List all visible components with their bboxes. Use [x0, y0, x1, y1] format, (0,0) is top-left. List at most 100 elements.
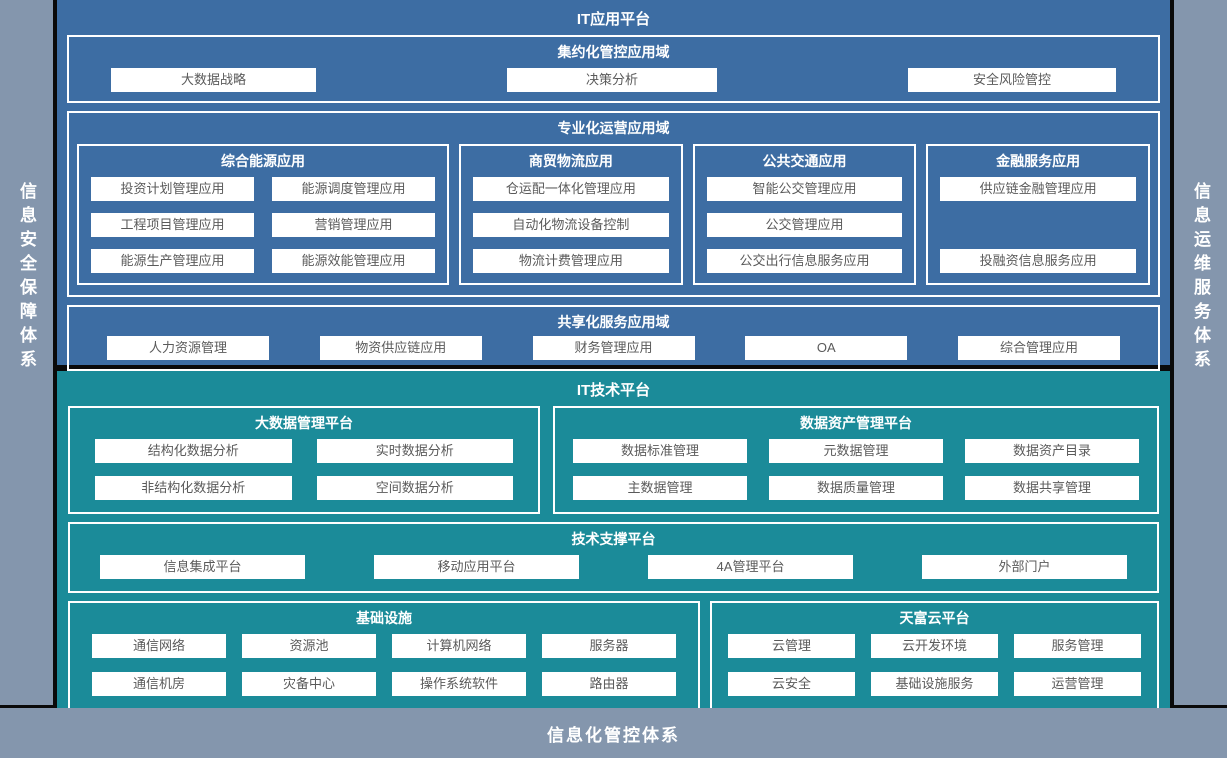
public-transport-group: 公共交通应用 智能公交管理应用 公交管理应用 公交出行信息服务应用	[692, 144, 917, 285]
item-box: 信息集成平台	[100, 555, 305, 579]
item-box: 计算机网络	[392, 634, 526, 658]
intensive-control-domain: 集约化管控应用域 大数据战略 决策分析 安全风险管控	[67, 35, 1160, 103]
operations-system-sidebar: 信息运维服务体系	[1174, 0, 1227, 705]
item-box: 空间数据分析	[316, 476, 513, 500]
tech-support-items: 信息集成平台 移动应用平台 4A管理平台 外部门户	[70, 553, 1157, 591]
item-box: 服务管理	[1014, 634, 1141, 658]
item-box: 供应链金融管理应用	[940, 177, 1137, 201]
item-box: 自动化物流设备控制	[473, 213, 669, 237]
item-box: 财务管理应用	[532, 336, 695, 360]
item-box: 基础设施服务	[871, 672, 998, 696]
item-box: 移动应用平台	[374, 555, 579, 579]
item-box: 路由器	[542, 672, 676, 696]
tech-row-infra: 基础设施 通信网络 资源池 计算机网络 服务器 通信机房 灾备中心 操作系统软件…	[68, 601, 1159, 710]
item-box: 物流计费管理应用	[473, 249, 669, 273]
energy-application-group-title: 综合能源应用	[221, 153, 305, 169]
bigdata-management-box: 大数据管理平台 结构化数据分析 实时数据分析 非结构化数据分析 空间数据分析	[68, 406, 540, 514]
public-transport-group-title: 公共交通应用	[762, 153, 847, 169]
item-box: 结构化数据分析	[95, 439, 292, 463]
infrastructure-box: 基础设施 通信网络 资源池 计算机网络 服务器 通信机房 灾备中心 操作系统软件…	[68, 601, 700, 710]
shared-service-items: 人力资源管理 物资供应链应用 财务管理应用 OA 综合管理应用	[69, 336, 1158, 369]
control-system-footer: 信息化管控体系	[0, 708, 1227, 758]
item-box: 云管理	[728, 634, 855, 658]
item-box: 灾备中心	[242, 672, 376, 696]
energy-application-items: 投资计划管理应用 能源调度管理应用 工程项目管理应用 营销管理应用 能源生产管理…	[79, 175, 447, 283]
item-box: 非结构化数据分析	[95, 476, 292, 500]
item-box: 投资计划管理应用	[91, 177, 254, 201]
public-transport-items: 智能公交管理应用 公交管理应用 公交出行信息服务应用	[695, 175, 915, 283]
tech-support-title: 技术支撑平台	[571, 531, 656, 547]
data-asset-management-box: 数据资产管理平台 数据标准管理 元数据管理 数据资产目录 主数据管理 数据质量管…	[553, 406, 1159, 514]
trade-logistics-group: 商贸物流应用 仓运配一体化管理应用 自动化物流设备控制 物流计费管理应用	[459, 144, 683, 285]
item-box: 安全风险管控	[908, 68, 1116, 92]
bigdata-management-items: 结构化数据分析 实时数据分析 非结构化数据分析 空间数据分析	[70, 437, 538, 512]
control-system-label: 信息化管控体系	[547, 725, 680, 745]
item-box: 仓运配一体化管理应用	[473, 177, 669, 201]
item-box: 数据标准管理	[573, 439, 747, 463]
data-asset-management-title: 数据资产管理平台	[800, 415, 912, 431]
item-box: 工程项目管理应用	[91, 213, 254, 237]
item-box: 公交管理应用	[706, 213, 903, 237]
item-box: 数据资产目录	[965, 439, 1139, 463]
item-box: 4A管理平台	[648, 555, 853, 579]
specialized-operation-domain: 专业化运营应用域 综合能源应用 投资计划管理应用 能源调度管理应用 工程项目管理…	[67, 111, 1160, 297]
intensive-control-domain-title: 集约化管控应用域	[557, 44, 670, 60]
item-box: 外部门户	[922, 555, 1127, 579]
item-box: 实时数据分析	[316, 439, 513, 463]
it-technology-platform-title: IT技术平台	[576, 382, 651, 399]
item-box: 元数据管理	[769, 439, 943, 463]
financial-service-group: 金融服务应用 供应链金融管理应用 投融资信息服务应用	[926, 144, 1151, 285]
it-application-platform-panel: IT应用平台 集约化管控应用域 大数据战略 决策分析 安全风险管控 专业化运营应…	[57, 0, 1170, 371]
bigdata-management-title: 大数据管理平台	[255, 415, 353, 431]
intensive-control-items: 大数据战略 决策分析 安全风险管控	[69, 66, 1158, 101]
cloud-platform-items: 云管理 云开发环境 服务管理 云安全 基础设施服务 运营管理	[712, 632, 1157, 708]
item-box: 数据质量管理	[769, 476, 943, 500]
it-technology-platform-panel: IT技术平台 大数据管理平台 结构化数据分析 实时数据分析 非结构化数据分析 空…	[57, 371, 1170, 710]
item-box: 通信机房	[92, 672, 226, 696]
item-box: 主数据管理	[573, 476, 747, 500]
item-box: 公交出行信息服务应用	[706, 249, 903, 273]
infrastructure-title: 基础设施	[356, 610, 412, 626]
item-box: OA	[745, 336, 908, 360]
data-asset-management-items: 数据标准管理 元数据管理 数据资产目录 主数据管理 数据质量管理 数据共享管理	[555, 437, 1157, 512]
item-box: 资源池	[242, 634, 376, 658]
item-box: 云开发环境	[871, 634, 998, 658]
item-box: 能源生产管理应用	[91, 249, 254, 273]
item-box: 能源效能管理应用	[272, 249, 435, 273]
security-system-sidebar: 信息安全保障体系	[0, 0, 53, 705]
cloud-platform-box: 天富云平台 云管理 云开发环境 服务管理 云安全 基础设施服务 运营管理	[710, 601, 1159, 710]
item-box: 通信网络	[92, 634, 226, 658]
specialized-operation-groups: 综合能源应用 投资计划管理应用 能源调度管理应用 工程项目管理应用 营销管理应用…	[69, 142, 1158, 295]
main-row: 信息安全保障体系 IT应用平台 集约化管控应用域 大数据战略 决策分析 安全风险…	[0, 0, 1227, 710]
shared-service-domain: 共享化服务应用域 人力资源管理 物资供应链应用 财务管理应用 OA 综合管理应用	[67, 305, 1160, 371]
item-box: 数据共享管理	[965, 476, 1139, 500]
financial-service-group-title: 金融服务应用	[996, 153, 1081, 169]
item-box: 服务器	[542, 634, 676, 658]
security-system-label: 信息安全保障体系	[17, 181, 36, 374]
trade-logistics-group-title: 商贸物流应用	[528, 153, 613, 169]
tech-support-box: 技术支撑平台 信息集成平台 移动应用平台 4A管理平台 外部门户	[68, 522, 1159, 593]
item-box: 物资供应链应用	[319, 336, 482, 360]
item-box: 决策分析	[507, 68, 717, 92]
item-box: 综合管理应用	[958, 336, 1120, 360]
cloud-platform-title: 天富云平台	[899, 610, 970, 626]
trade-logistics-items: 仓运配一体化管理应用 自动化物流设备控制 物流计费管理应用	[461, 175, 681, 283]
financial-service-items: 供应链金融管理应用 投融资信息服务应用	[928, 175, 1148, 283]
item-box: 智能公交管理应用	[706, 177, 903, 201]
tech-row-data: 大数据管理平台 结构化数据分析 实时数据分析 非结构化数据分析 空间数据分析 数…	[68, 406, 1159, 514]
shared-service-domain-title: 共享化服务应用域	[557, 314, 670, 330]
item-box: 操作系统软件	[392, 672, 526, 696]
content-column: IT应用平台 集约化管控应用域 大数据战略 决策分析 安全风险管控 专业化运营应…	[57, 0, 1170, 710]
infrastructure-items: 通信网络 资源池 计算机网络 服务器 通信机房 灾备中心 操作系统软件 路由器	[70, 632, 698, 708]
item-box: 人力资源管理	[107, 336, 269, 360]
operations-system-label: 信息运维服务体系	[1191, 181, 1210, 374]
item-box: 大数据战略	[111, 68, 316, 92]
item-box: 营销管理应用	[272, 213, 435, 237]
it-application-platform-title: IT应用平台	[576, 11, 651, 28]
energy-application-group: 综合能源应用 投资计划管理应用 能源调度管理应用 工程项目管理应用 营销管理应用…	[77, 144, 449, 285]
specialized-operation-domain-title: 专业化运营应用域	[557, 120, 670, 136]
item-box: 运营管理	[1014, 672, 1141, 696]
item-box: 云安全	[728, 672, 855, 696]
item-box: 投融资信息服务应用	[940, 249, 1137, 273]
